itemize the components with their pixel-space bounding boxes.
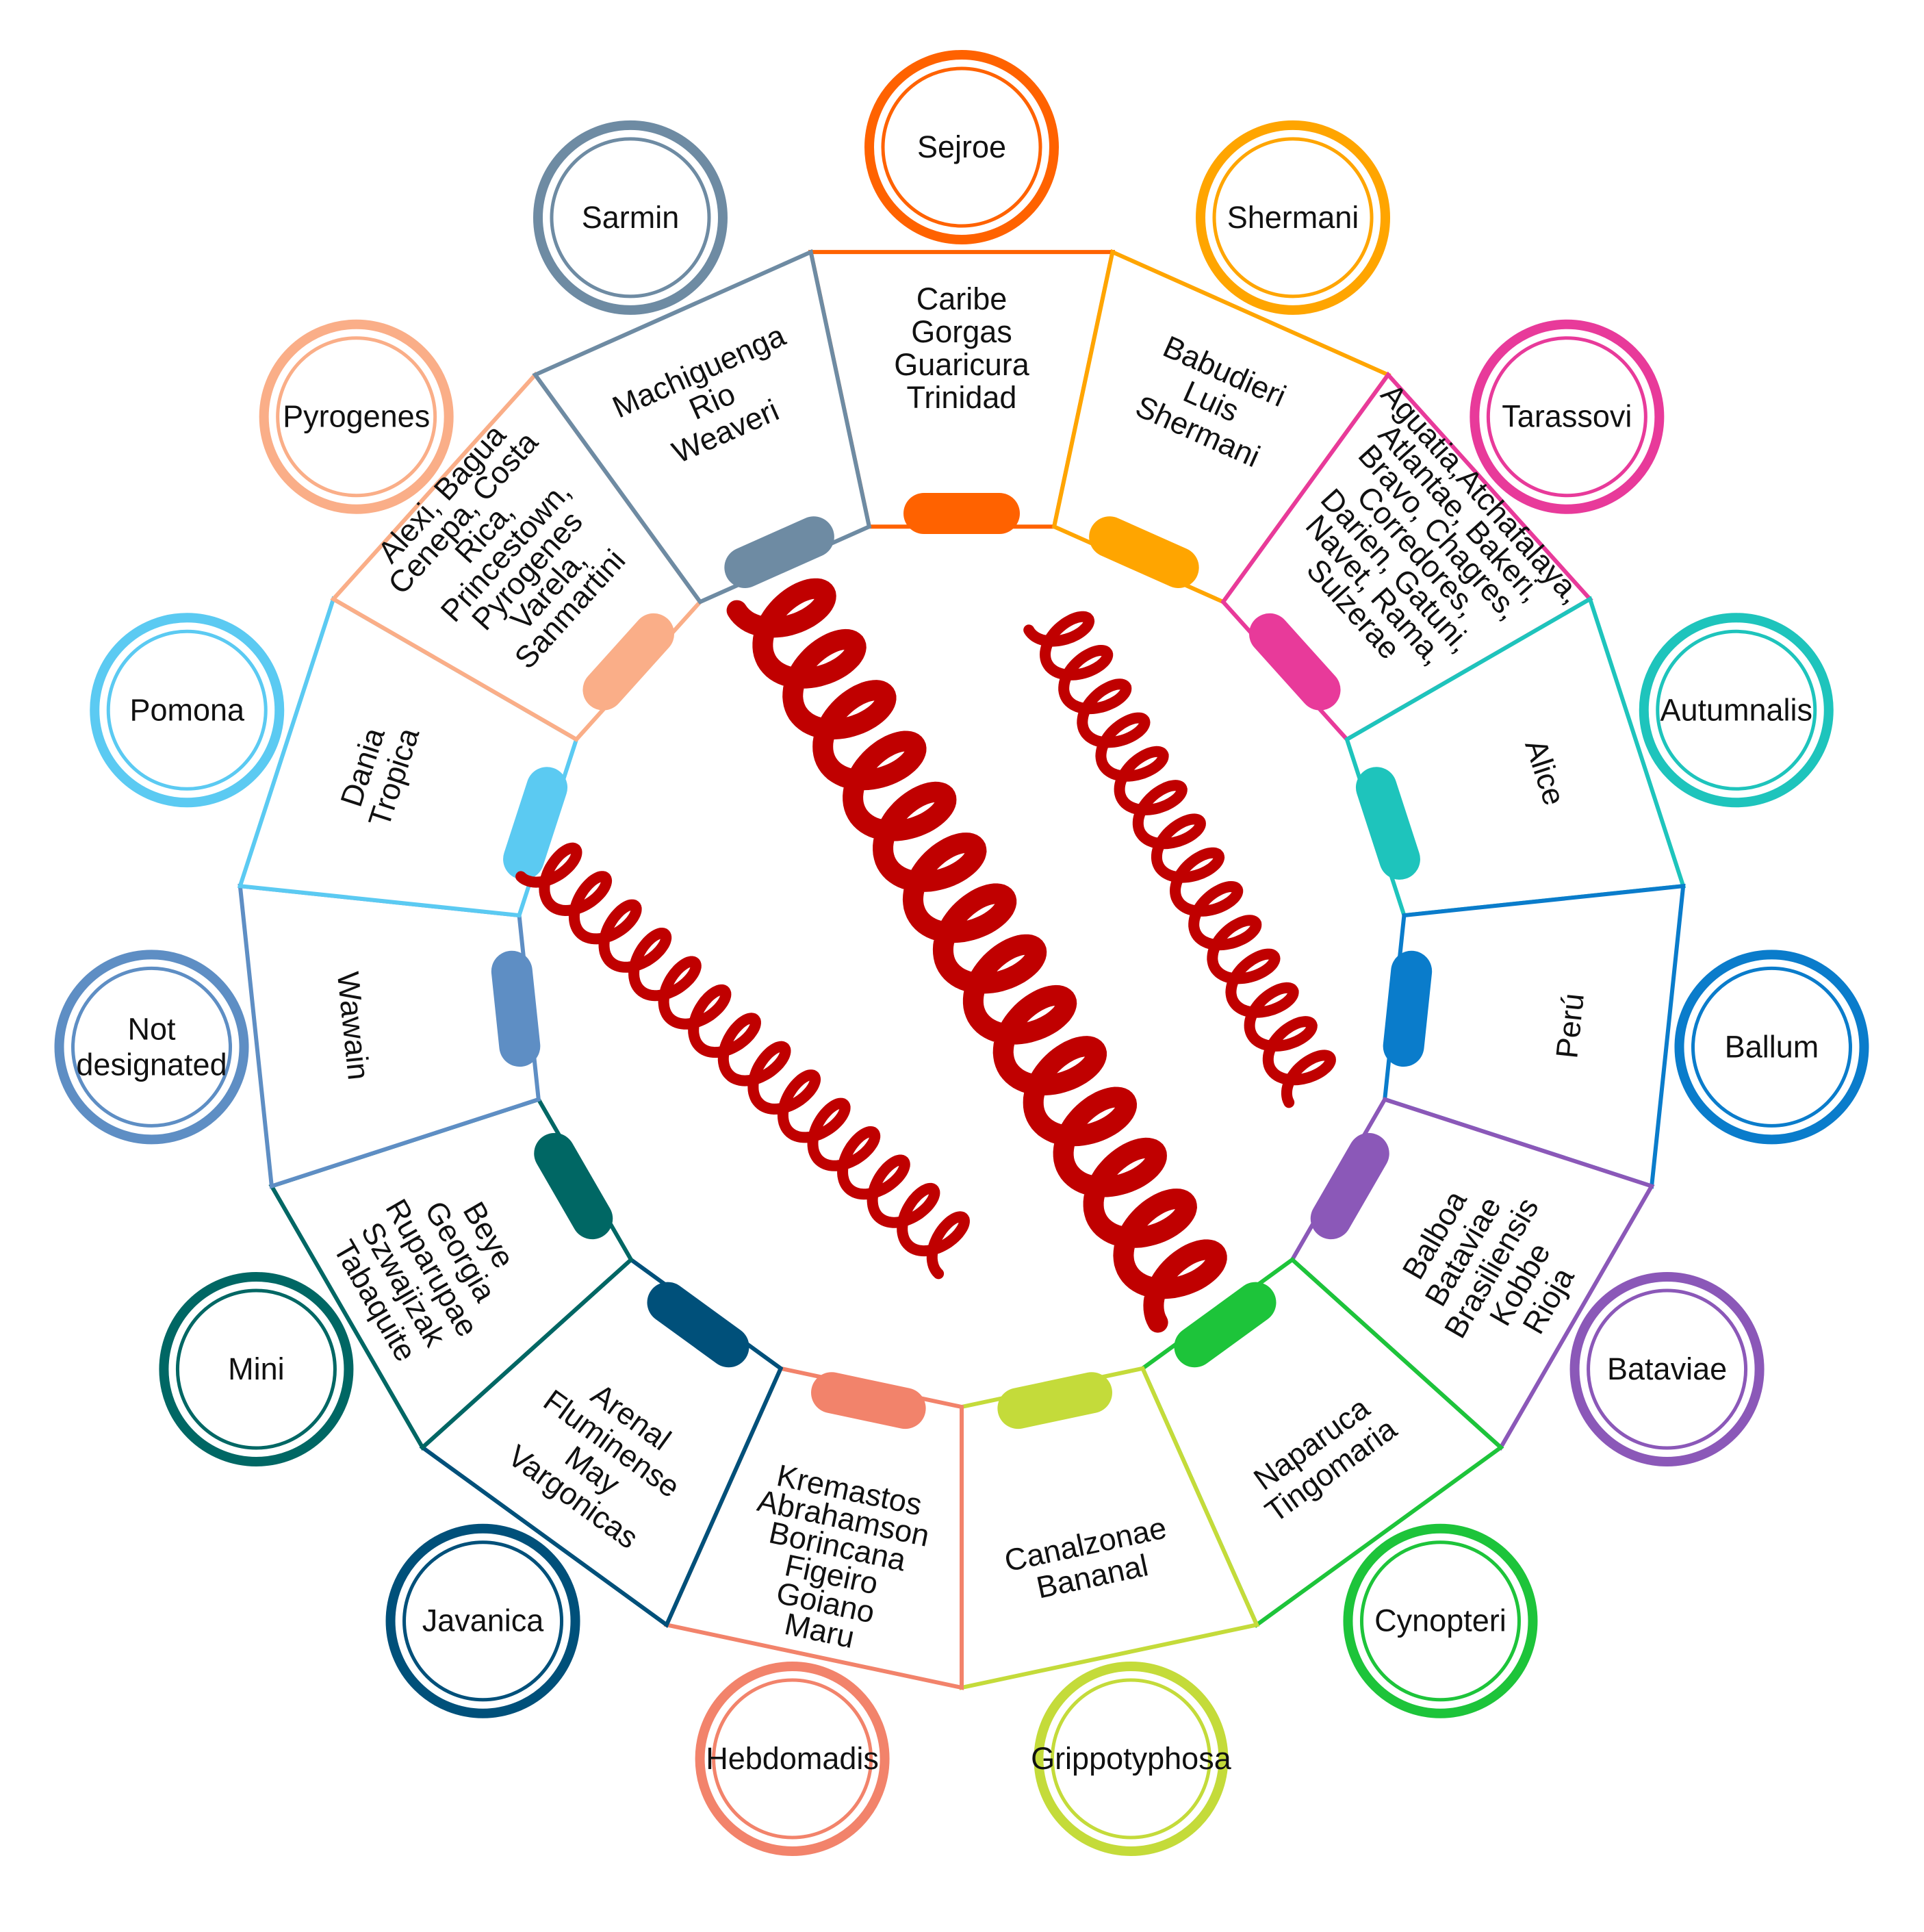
serogroup-circle-inner xyxy=(1656,629,1817,791)
serogroup-tab xyxy=(491,950,541,1067)
serogroup-bataviae: BataviaeBalboaBataviaeBrasiliensisKobbeR… xyxy=(1290,1097,1765,1466)
serogroup-circle-inner xyxy=(881,66,1042,228)
serovar-name: Trinidad xyxy=(907,380,1017,415)
serogroup-tab xyxy=(647,1282,749,1368)
serogroup-circle-inner xyxy=(1050,1678,1211,1840)
serogroup-tab xyxy=(1355,767,1420,880)
serogroup-name: Javanica xyxy=(422,1603,545,1638)
serogroup-name: Shermani xyxy=(1227,200,1359,235)
serovar-name: Gorgas xyxy=(911,314,1012,349)
serogroup-name: Sejroe xyxy=(917,129,1006,164)
serogroup-tab xyxy=(811,1372,926,1429)
serogroup-circle-inner xyxy=(71,966,233,1128)
serogroup-circle-inner xyxy=(1587,1288,1748,1450)
serogroup-mini: MiniBeyeGeorgiaRuparupaeSzwajizakTabaqui… xyxy=(159,1097,634,1466)
serovar-name: Caribe xyxy=(916,281,1008,316)
serogroup-name: Sarmin xyxy=(582,200,680,235)
serogroup-circle-inner xyxy=(550,137,711,298)
serogroup-circle-inner xyxy=(1691,966,1852,1128)
serovar-name: Guaricura xyxy=(894,347,1030,382)
serogroup-name: Pyrogenes xyxy=(283,399,430,434)
serogroup-name: Cynopteri xyxy=(1374,1603,1506,1638)
serovar-name: Perú xyxy=(1549,991,1591,1060)
serogroup-name: Hebdomadis xyxy=(706,1741,879,1776)
serogroup-hebdomadis: HebdomadisKremastosAbrahamsonBorincanaFi… xyxy=(663,1366,964,1856)
serogroup-name: Pomona xyxy=(129,692,245,727)
serogroup-tab xyxy=(534,1132,613,1240)
serogroup-tab xyxy=(1089,516,1199,588)
serogroup-name: Autumnalis xyxy=(1660,692,1812,727)
spirochete-lower-left xyxy=(515,842,970,1280)
serogroup-ballum: Ballum Perú xyxy=(1382,883,1869,1189)
serogroup-name: Grippotyphosa xyxy=(1031,1741,1232,1776)
serogroup-circle-inner xyxy=(1212,137,1374,298)
serogroup-name: Mini xyxy=(228,1351,285,1386)
serogroup-tab xyxy=(724,516,834,588)
spirochete-upper-right xyxy=(1023,611,1336,1108)
spirochete-center xyxy=(726,578,1227,1333)
serogroup-circle-inner xyxy=(1486,336,1647,498)
serogroup-tab xyxy=(1383,950,1433,1067)
serogroup-name: Bataviae xyxy=(1607,1351,1727,1386)
serogroup-tab xyxy=(582,613,675,711)
serogroup-name: Tarassovi xyxy=(1502,399,1632,434)
serogroup-circle-inner xyxy=(402,1540,564,1702)
serogroup-circle-inner xyxy=(175,1288,337,1450)
serogroup-circle-inner xyxy=(1359,1540,1521,1702)
serogroup-circle-inner xyxy=(106,629,268,791)
leptospira-bacteria-icon xyxy=(515,578,1336,1333)
serogroup-name: Ballum xyxy=(1725,1029,1819,1064)
serovar-list: BalboaBataviaeBrasiliensisKobbeRioja xyxy=(1381,1158,1602,1377)
serogroup-circle-inner xyxy=(712,1678,873,1840)
serogroup-circle-inner xyxy=(276,336,437,498)
serovar-list: Perú xyxy=(1549,991,1591,1060)
serogroup-tab xyxy=(1174,1282,1277,1368)
serogroup-tab xyxy=(503,767,568,880)
serogroup-tab xyxy=(997,1372,1112,1429)
serogroup-tab xyxy=(1248,613,1341,711)
serogroup-tab xyxy=(903,493,1020,534)
serogroup-tab xyxy=(1310,1132,1389,1240)
